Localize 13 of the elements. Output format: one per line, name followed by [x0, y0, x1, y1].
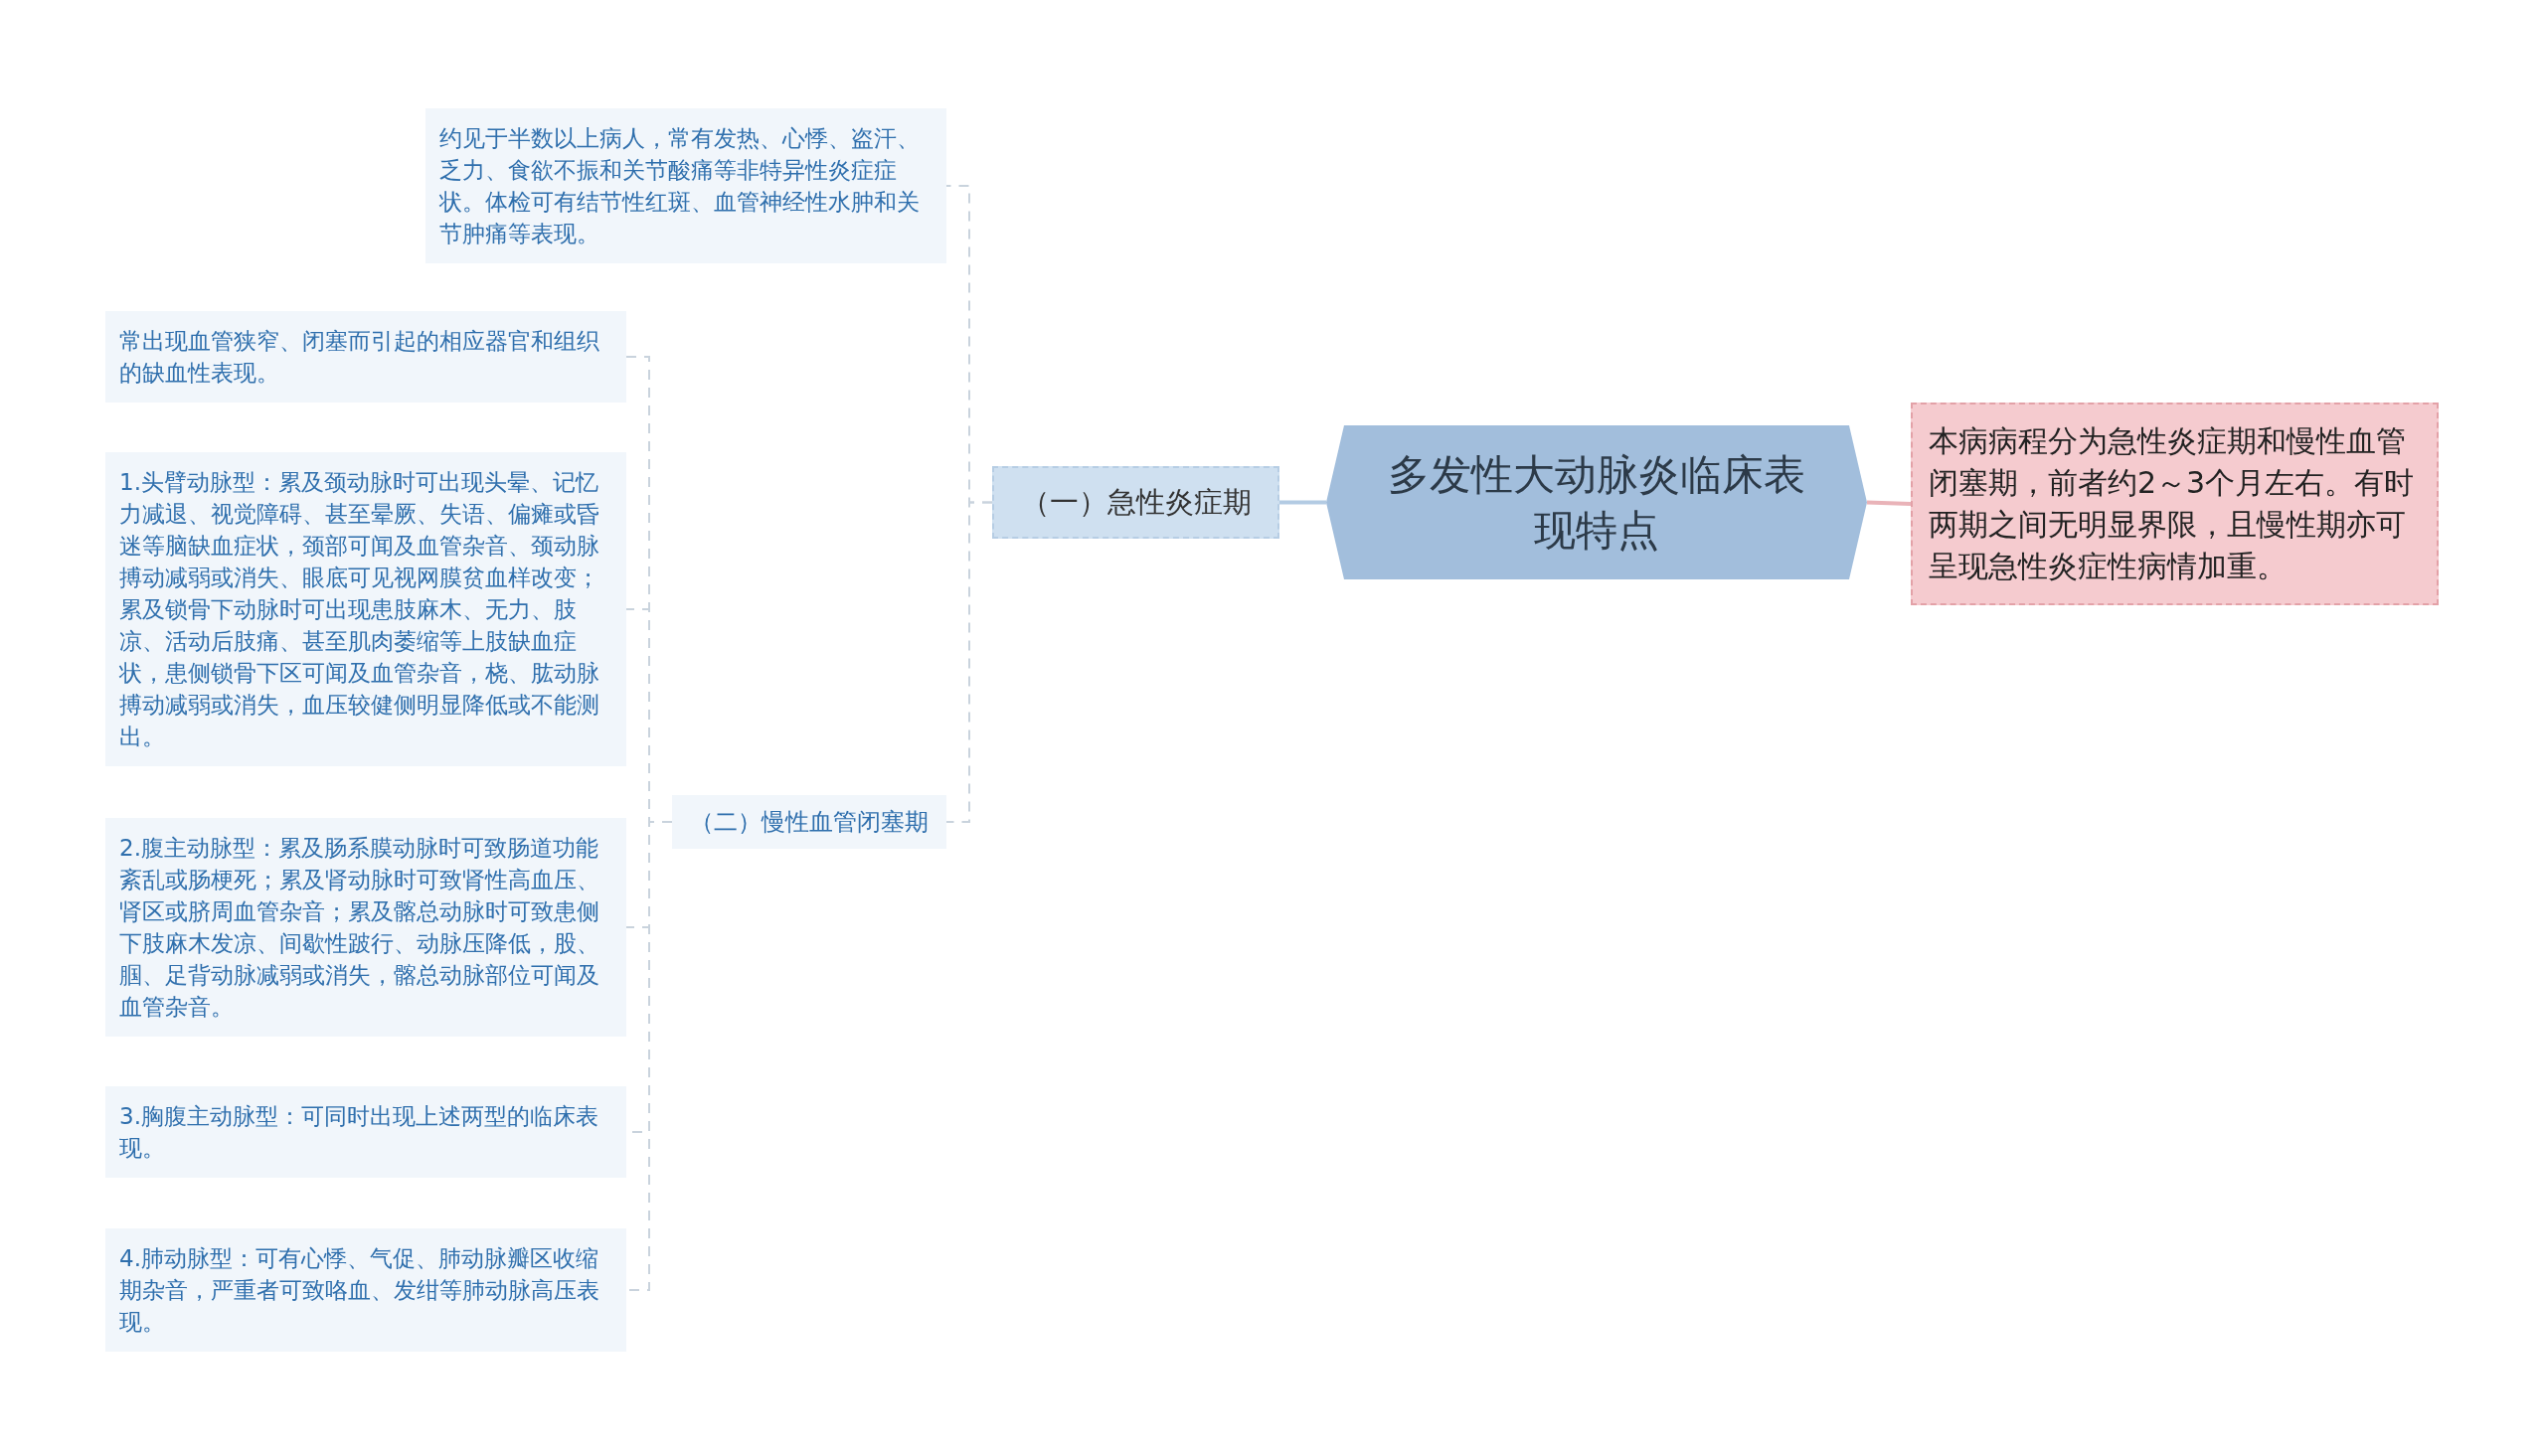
text-box: 常出现血管狭窄、闭塞而引起的相应器官和组织的缺血性表现。: [105, 311, 626, 403]
connector-line: [1866, 500, 1912, 506]
branch-box: （一）急性炎症期: [992, 466, 1279, 539]
text-box: 1.头臂动脉型：累及颈动脉时可出现头晕、记忆力减退、视觉障碍、甚至晕厥、失语、偏瘫或昏迷等脑缺血症状，颈部可闻及血管杂音、颈动脉搏动减弱或消失、眼底可见视网膜贫血样改变；累及锁骨下动脉时可出现患肢麻木、无力、肢凉、活动后肢痛、甚至肌肉萎缩等上肢缺血症状，患侧锁骨下区可闻及血管杂音，桡、肱动脉搏动减弱或消失，血压较健侧明显降低或不能测出。: [105, 452, 626, 766]
text-box: 2.腹主动脉型：累及肠系膜动脉时可致肠道功能紊乱或肠梗死；累及肾动脉时可致肾性高血压、肾区或脐周血管杂音；累及髂总动脉时可致患侧下肢麻木发凉、间歇性跛行、动脉压降低，股、腘、足背动脉减弱或消失，髂总动脉部位可闻及血管杂音。: [105, 818, 626, 1037]
note-box: 本病病程分为急性炎症期和慢性血管闭塞期，前者约2～3个月左右。有时两期之间无明显界限，且慢性期亦可呈现急性炎症性病情加重。: [1911, 403, 2439, 605]
text-box: 3.胸腹主动脉型：可同时出现上述两型的临床表现。: [105, 1086, 626, 1178]
connector-line: [1279, 500, 1326, 505]
text-box: 4.肺动脉型：可有心悸、气促、肺动脉瓣区收缩期杂音，严重者可致咯血、发绀等肺动脉高压表现。: [105, 1228, 626, 1352]
branch-box: （二）慢性血管闭塞期: [672, 795, 946, 849]
text-box: 约见于半数以上病人，常有发热、心悸、盗汗、乏力、食欲不振和关节酸痛等非特异性炎症症状。体检可有结节性红斑、血管神经性水肿和关节肿痛等表现。: [425, 108, 946, 263]
central-topic-hexagon: 多发性大动脉炎临床表现特点: [1326, 425, 1867, 579]
connector-line: [945, 501, 993, 823]
